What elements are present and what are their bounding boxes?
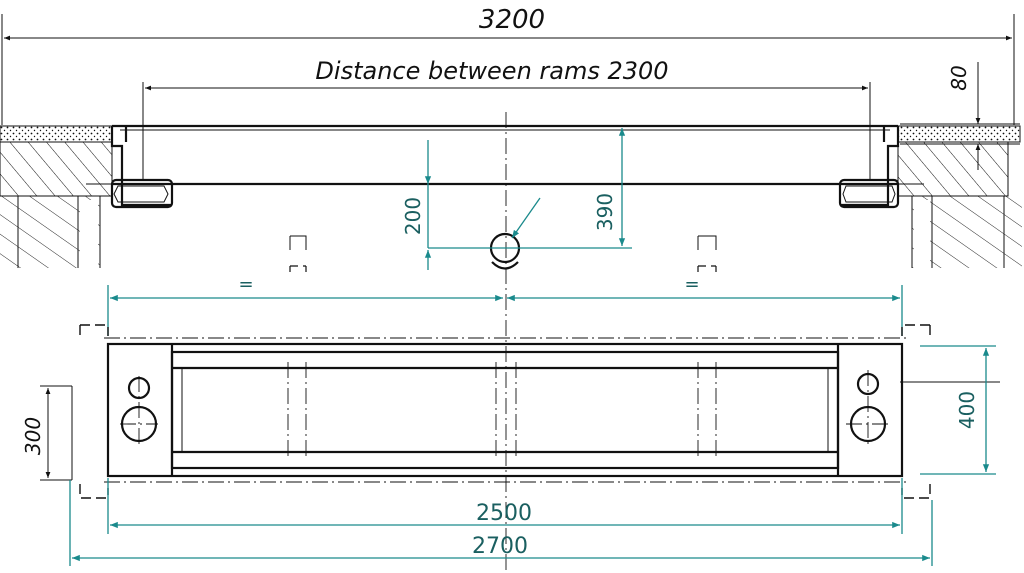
- plan-view: = =: [21, 274, 1000, 566]
- dimension-rams: Distance between rams 2300: [142, 57, 871, 180]
- dimension-rams-label: Distance between rams 2300: [315, 57, 668, 85]
- dimension-2500: 2500: [107, 478, 903, 534]
- dimension-3200-label: 3200: [479, 5, 545, 35]
- dimension-300: 300: [21, 385, 73, 481]
- section-view: 3200 Distance between rams 2300 80: [0, 5, 1022, 573]
- dimension-2700-label: 2700: [472, 534, 528, 559]
- hidden-brackets: [289, 235, 717, 272]
- dimension-2500-label: 2500: [476, 501, 532, 526]
- left-holes: [120, 376, 158, 444]
- dimension-2700: 2700: [69, 480, 933, 566]
- equal-right-label: =: [684, 274, 699, 295]
- dimension-200-label: 200: [401, 197, 425, 235]
- dimension-300-label: 300: [21, 417, 45, 455]
- dimension-400: 400: [920, 345, 996, 475]
- pipe-section: [489, 197, 541, 270]
- dimension-equal-spacing: = =: [107, 274, 903, 336]
- dimension-80-label: 80: [947, 65, 971, 90]
- equal-left-label: =: [238, 274, 253, 295]
- right-floor-slab: [897, 125, 1022, 268]
- cover-plate: [86, 124, 924, 209]
- trench-body: [106, 342, 904, 478]
- dimension-200: 200: [401, 140, 632, 270]
- dimension-390: 390: [593, 128, 626, 246]
- dimension-390-label: 390: [593, 193, 617, 231]
- dimension-400-label: 400: [955, 391, 979, 429]
- dimension-3200: 3200: [1, 5, 1015, 125]
- left-floor-slab: [0, 125, 113, 268]
